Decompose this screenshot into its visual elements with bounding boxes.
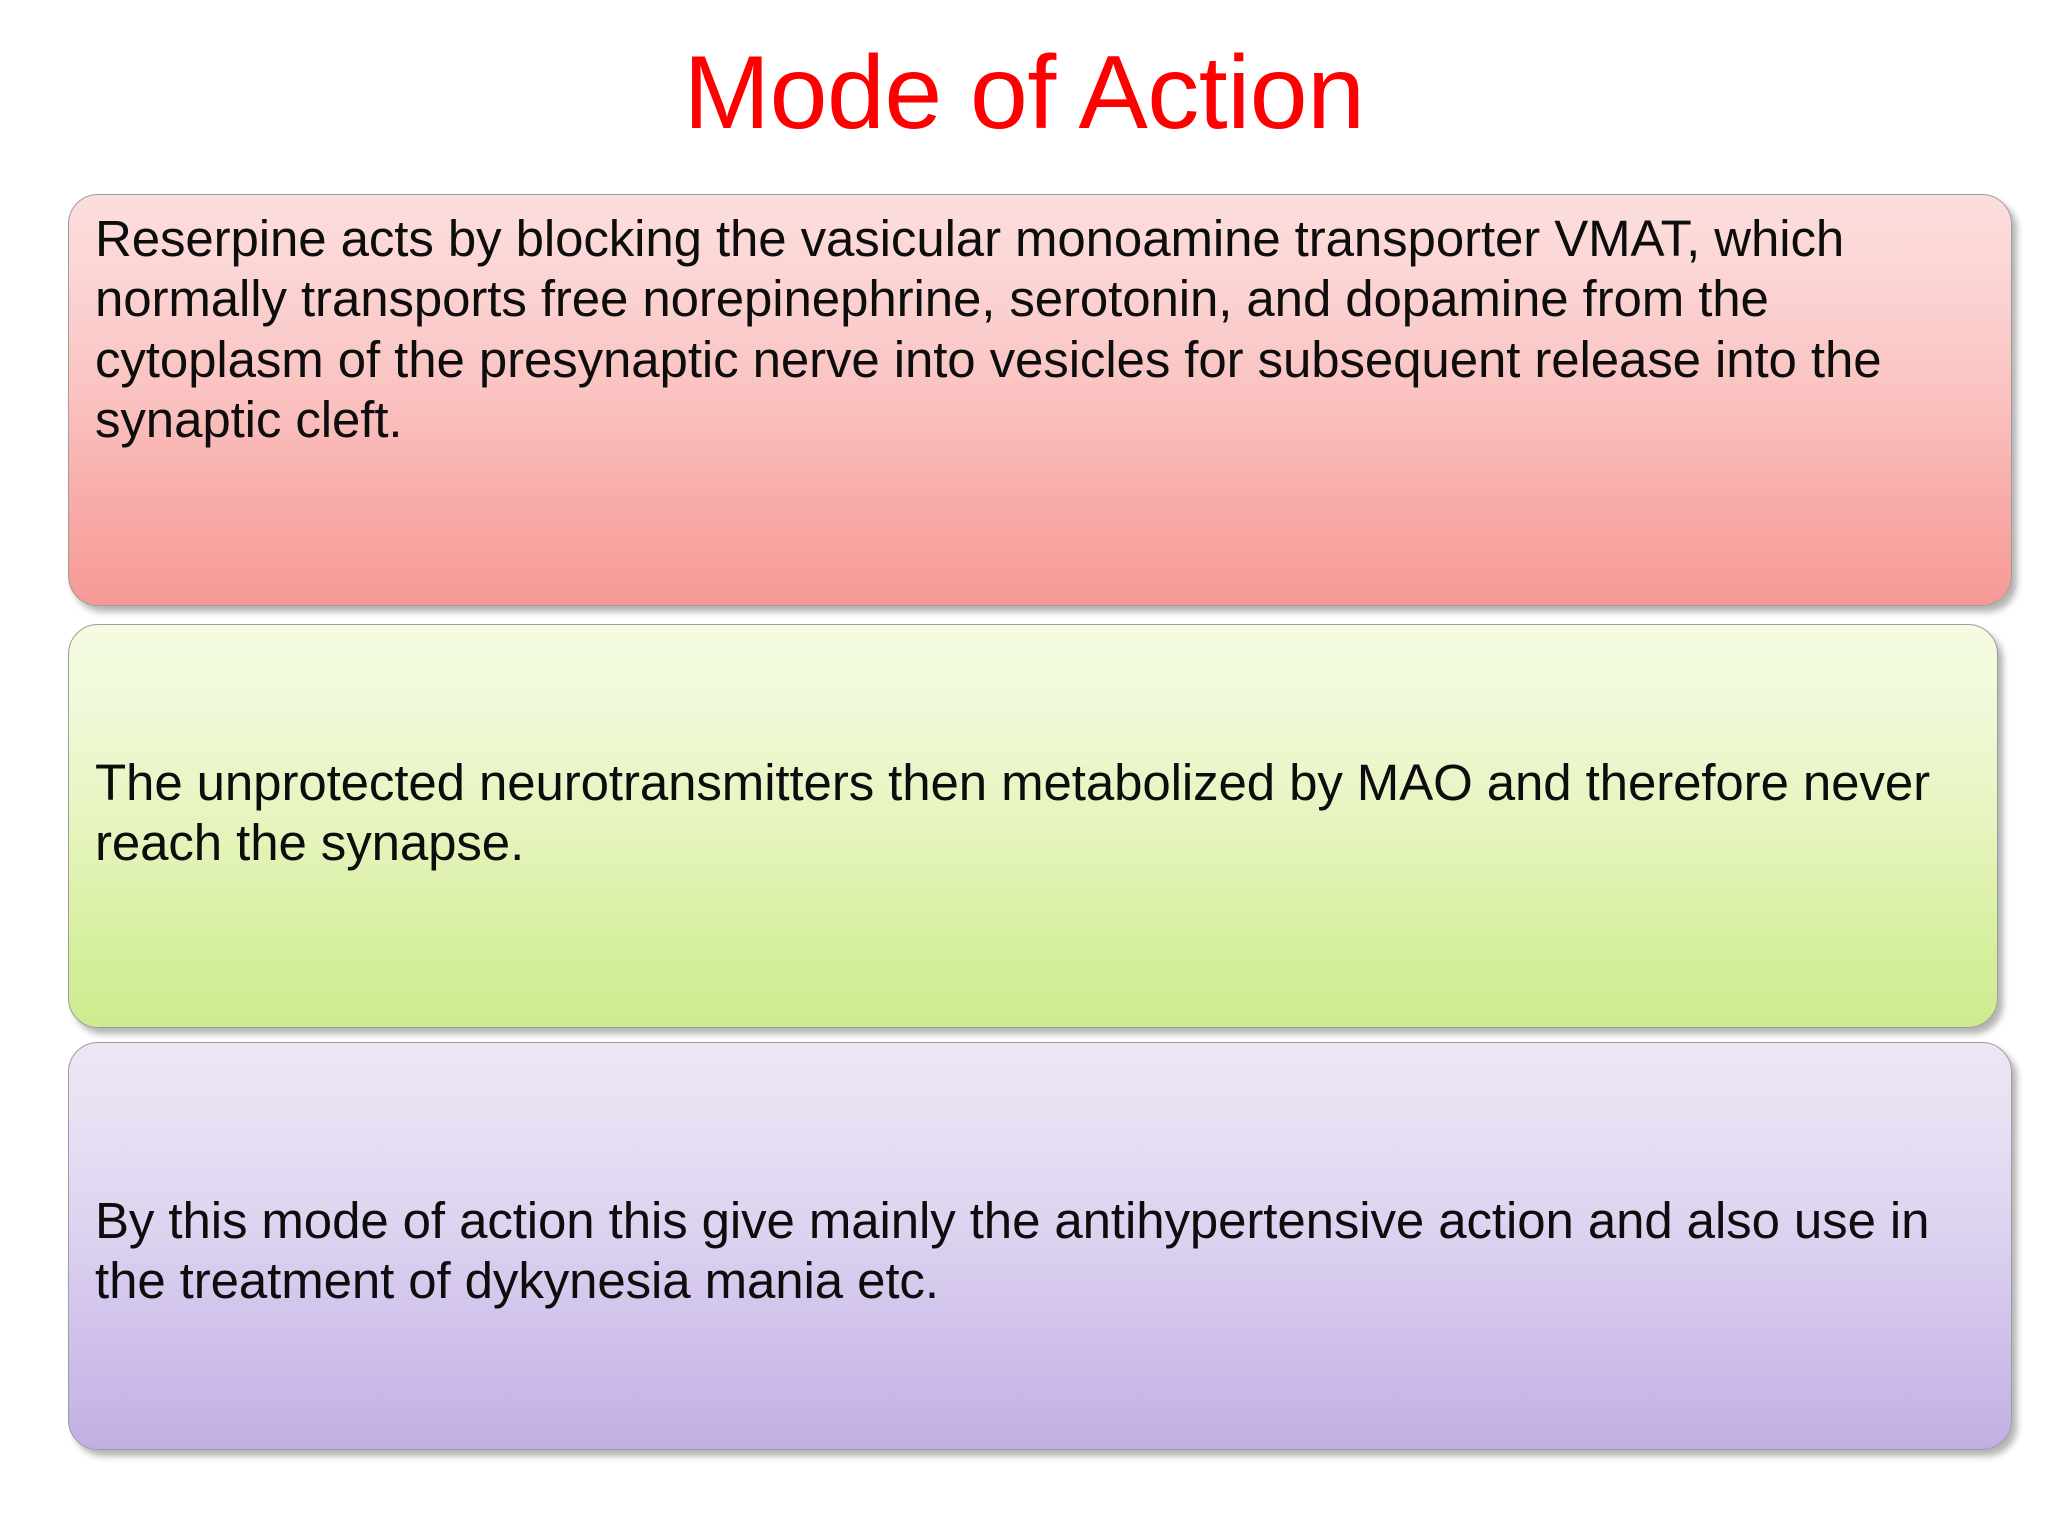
content-box-pink-text: Reserpine acts by blocking the vasicular… xyxy=(95,210,1882,449)
content-box-purple-text: By this mode of action this give mainly … xyxy=(95,1192,1930,1310)
content-box-purple[interactable]: By this mode of action this give mainly … xyxy=(68,1042,2012,1450)
content-box-pink[interactable]: Reserpine acts by blocking the vasicular… xyxy=(68,194,2012,606)
page-title: Mode of Action xyxy=(683,35,1365,151)
content-box-green[interactable]: The unprotected neurotransmitters then m… xyxy=(68,624,1998,1028)
content-box-green-text: The unprotected neurotransmitters then m… xyxy=(95,754,1930,872)
